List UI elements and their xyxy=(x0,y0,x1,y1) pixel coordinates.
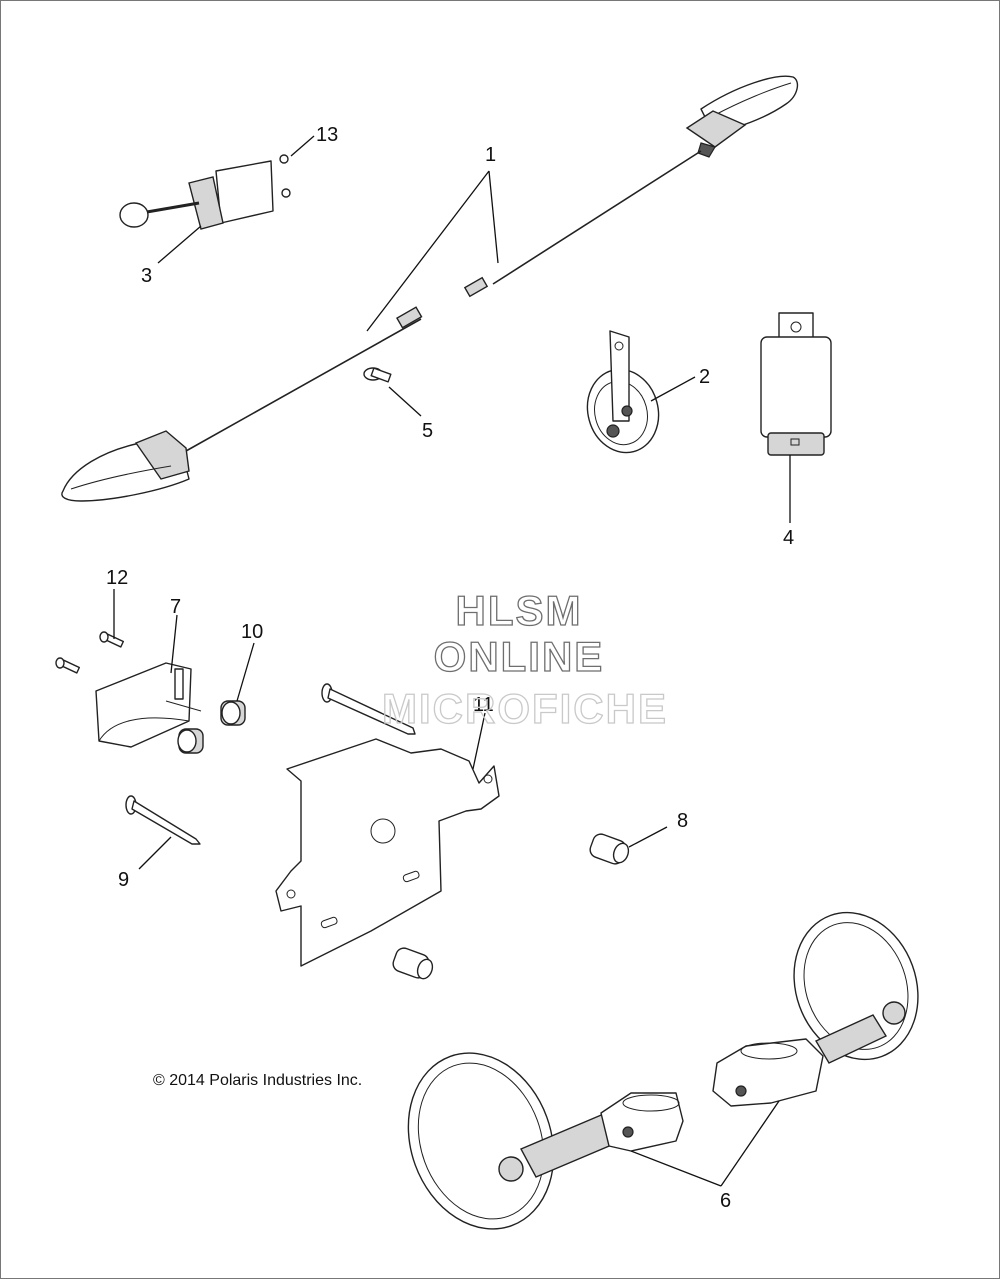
copyright-text: © 2014 Polaris Industries Inc. xyxy=(153,1072,362,1089)
bolt-5 xyxy=(363,367,392,383)
flasher-4 xyxy=(760,312,832,456)
callout-3: 3 xyxy=(141,265,152,287)
screw-12 xyxy=(55,631,125,674)
callout-5: 5 xyxy=(422,420,433,442)
callout-12: 12 xyxy=(106,567,128,589)
switch-3 xyxy=(119,160,274,230)
callout-11: 11 xyxy=(473,694,494,716)
callout-1: 1 xyxy=(485,144,496,166)
bushing-10 xyxy=(177,700,246,754)
screw-13 xyxy=(279,154,291,198)
callout-6: 6 xyxy=(720,1190,731,1212)
watermark-line-3: MICROFICHE xyxy=(382,685,668,732)
turn-signal-left xyxy=(61,306,423,502)
bracket-7 xyxy=(95,662,202,748)
callout-13: 13 xyxy=(316,124,338,146)
callout-4: 4 xyxy=(783,527,794,549)
spacer-8 xyxy=(392,833,630,980)
watermark-line-2: ONLINE xyxy=(434,633,605,680)
leader-lines xyxy=(113,135,791,1187)
mirror-right xyxy=(712,911,919,1107)
callout-10: 10 xyxy=(241,621,263,643)
turn-signal-right xyxy=(463,75,799,298)
callout-9: 9 xyxy=(118,869,129,891)
callout-7: 7 xyxy=(170,596,181,618)
callout-2: 2 xyxy=(699,366,710,388)
mirror-left xyxy=(407,1052,684,1230)
bracket-plate-11 xyxy=(275,683,500,967)
callout-8: 8 xyxy=(677,810,688,832)
pin-9 xyxy=(125,795,201,845)
horn-2 xyxy=(586,330,660,454)
watermark-line-1: HLSM xyxy=(456,587,583,634)
